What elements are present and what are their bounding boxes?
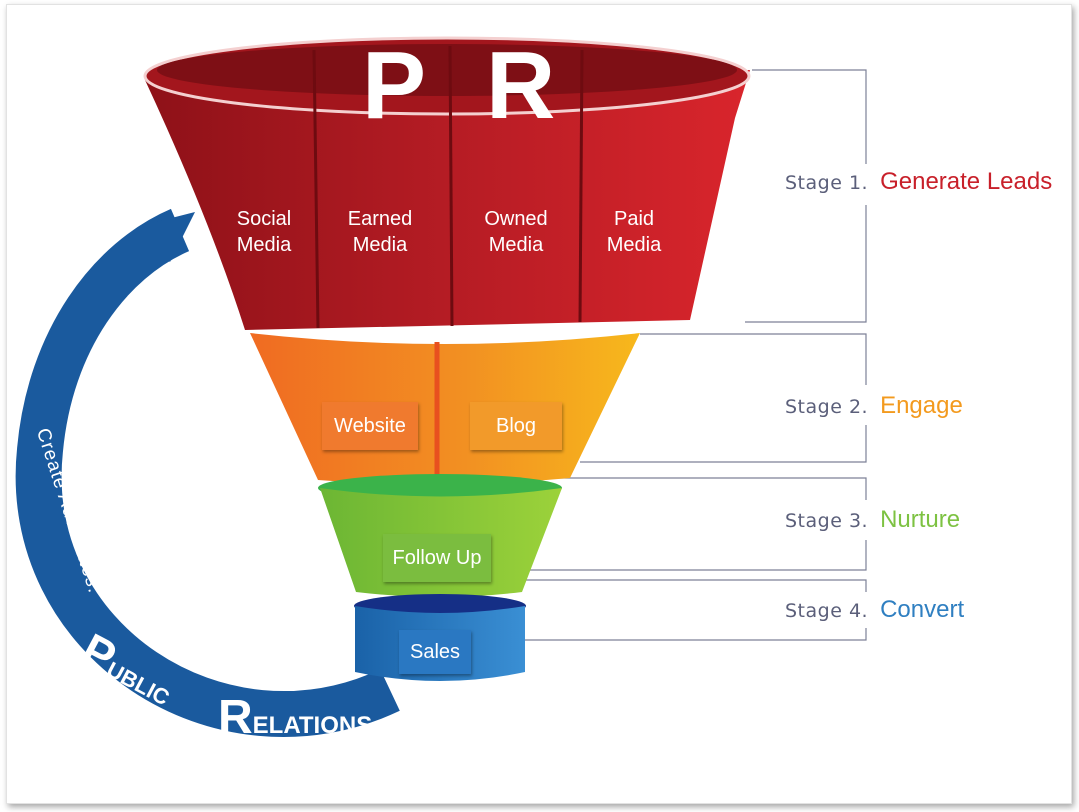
item-line: Media (236, 234, 292, 256)
stage-number: Stage 2. (785, 396, 869, 418)
relations-initial: R (218, 691, 253, 744)
stage-number: Stage 3. (785, 510, 869, 532)
item-line: Media (352, 234, 408, 256)
stage2-item-blog: Blog (470, 402, 562, 450)
arrowhead-icon (140, 212, 195, 262)
stage3-item-follow-up: Follow Up (383, 534, 491, 582)
item-line: Owned (484, 208, 548, 230)
item-line: Social (236, 208, 292, 230)
stage-label-1: Stage 1. Generate Leads (785, 168, 1052, 196)
funnel-letter-p: P (362, 32, 427, 139)
stage4-item-sales: Sales (399, 630, 471, 674)
item-line: Media (606, 234, 662, 256)
stage-label-2: Stage 2. Engage (785, 392, 963, 420)
funnel-letter-r: R (486, 32, 556, 139)
item-line: Paid (613, 208, 655, 230)
stage-label-4: Stage 4. Convert (785, 596, 964, 624)
stage1-item-paid-media: Paid Media (590, 206, 678, 258)
stage-number: Stage 1. (785, 172, 869, 194)
stage1-item-earned-media: Earned Media (330, 206, 430, 258)
stage-name: Convert (880, 596, 965, 623)
relations-rest: ELATIONS (252, 712, 373, 739)
stage-number: Stage 4. (785, 600, 869, 622)
stage-name: Nurture (880, 506, 961, 533)
item-line: Earned (347, 208, 413, 230)
stage-label-3: Stage 3. Nurture (785, 506, 960, 534)
item-line: Media (488, 234, 544, 256)
stage2-item-website: Website (322, 402, 418, 450)
cycle-word-relations: RELATIONS (218, 690, 372, 745)
stage-brackets (520, 69, 867, 641)
stage1-funnel-body (145, 70, 750, 330)
stage-name: Engage (880, 392, 963, 419)
cycle-arrow (15, 208, 400, 737)
stage1-item-owned-media: Owned Media (466, 206, 566, 258)
stage-name: Generate Leads (880, 168, 1053, 195)
stage1-item-social-media: Social Media (222, 206, 306, 258)
